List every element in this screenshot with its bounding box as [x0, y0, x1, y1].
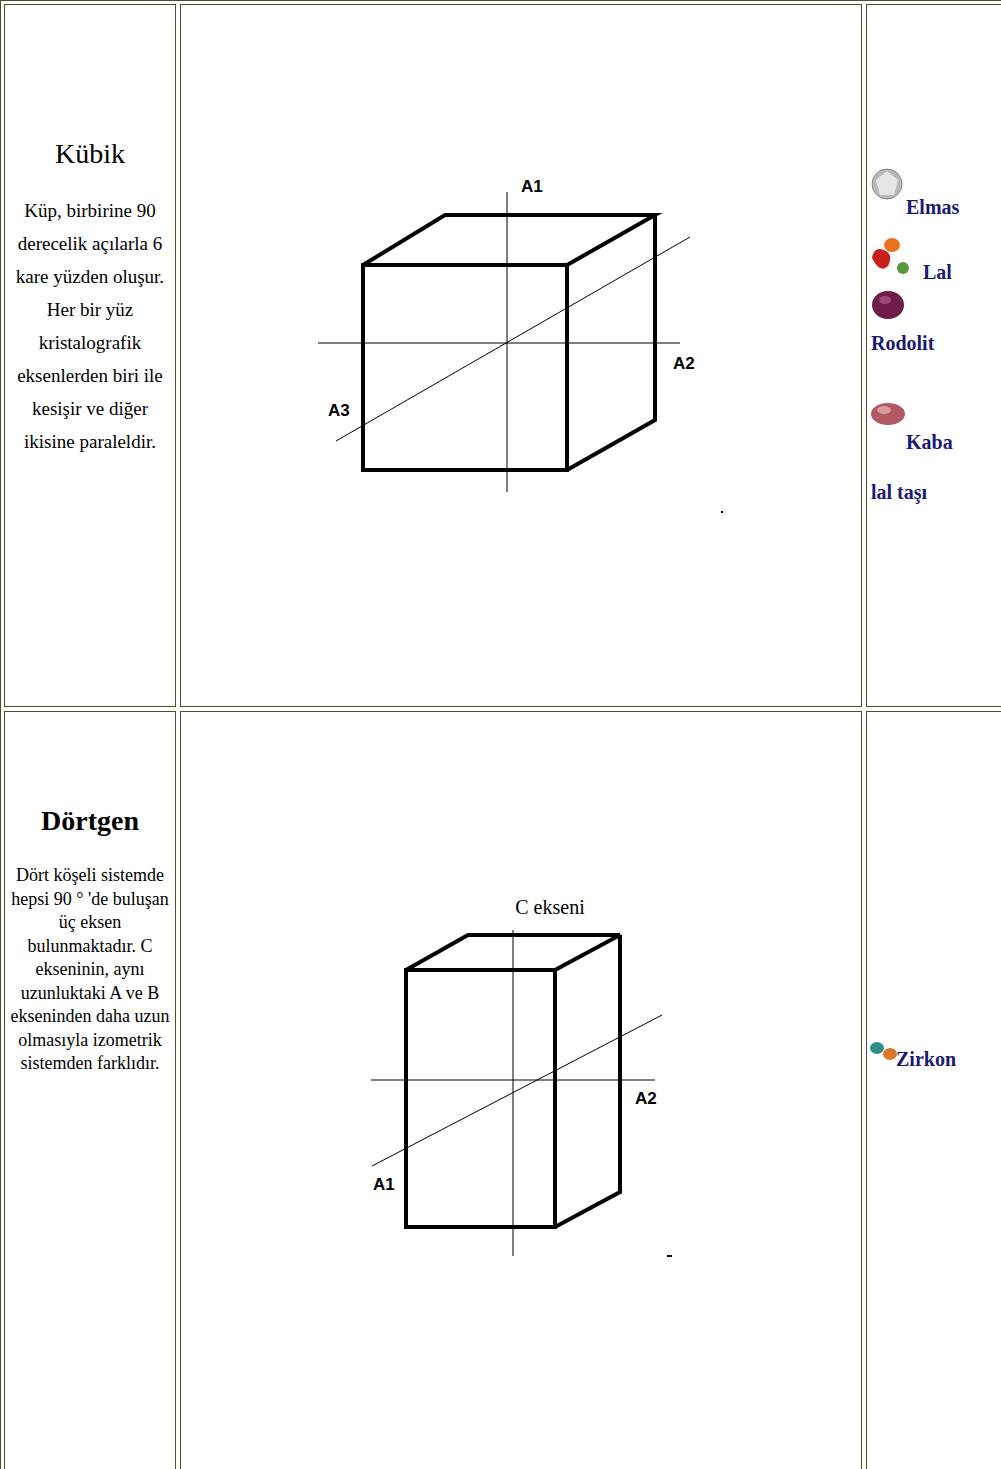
- axis-label: A3: [328, 401, 350, 421]
- table-cell: DörtgenDört köşeli sistemde hepsi 90 ° '…: [4, 711, 176, 1469]
- table-cell: ElmasLalRodolitKaba lal taşı: [866, 4, 1001, 707]
- system-name: Kübik: [8, 134, 172, 174]
- gem-name: Zirkon: [896, 1047, 956, 1071]
- cell-content: DörtgenDört köşeli sistemde hepsi 90 ° '…: [8, 801, 172, 1076]
- diagram-cell: C ekseniA2A1: [180, 711, 862, 1469]
- gem-name: Rodolit: [871, 331, 934, 355]
- axis-label: A2: [673, 354, 695, 374]
- axis-label: A2: [635, 1089, 657, 1109]
- table-cell: Zirkon: [866, 711, 1001, 1469]
- axis-label: A1: [521, 177, 543, 197]
- gem-name: Kaba lal taşı: [871, 417, 971, 517]
- system-description: Dört köşeli sistemde hepsi 90 ° 'de bulu…: [8, 864, 172, 1076]
- table-cell: KübikKüp, birbirine 90 derecelik açılarl…: [4, 4, 176, 707]
- diagram-cell: A1A2A3: [180, 4, 862, 707]
- cell-content: KübikKüp, birbirine 90 derecelik açılarl…: [8, 134, 172, 458]
- system-description: Küp, birbirine 90 derecelik açılarla 6 k…: [8, 194, 172, 458]
- gem-name: Lal: [923, 260, 952, 284]
- axis-label: A1: [373, 1175, 395, 1195]
- gem-name: Elmas: [906, 195, 959, 219]
- axis-label: C ekseni: [480, 895, 620, 919]
- system-name: Dörtgen: [8, 801, 172, 841]
